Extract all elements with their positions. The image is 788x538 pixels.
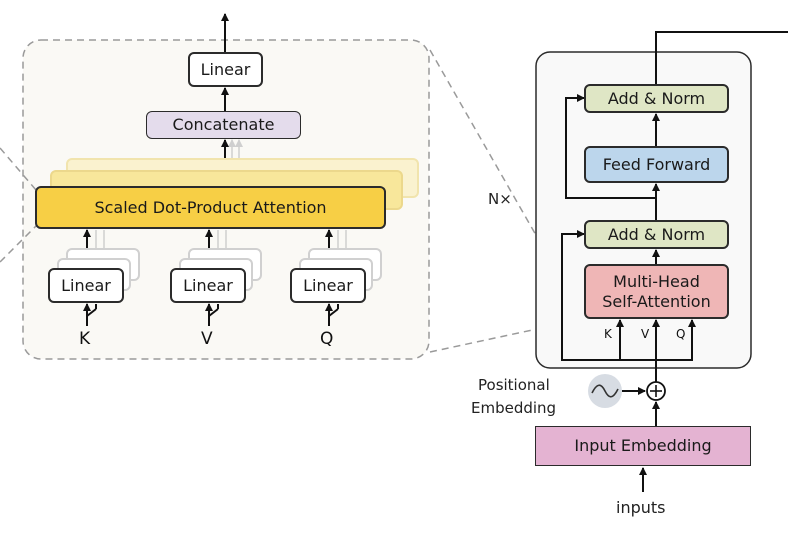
inputs-label: inputs (616, 498, 666, 517)
repeat-label: N× (488, 190, 512, 208)
linear-k-label: Linear (61, 275, 111, 295)
mha-label-line2: Self-Attention (602, 291, 711, 311)
linear-q-label: Linear (303, 275, 353, 295)
encoder-k-label: K (604, 327, 612, 341)
encoder-v-label: V (641, 327, 650, 341)
attention-label: Scaled Dot-Product Attention (94, 197, 327, 217)
concatenate-label: Concatenate (172, 115, 275, 135)
input-k (616, 319, 656, 361)
output-linear-label: Linear (200, 59, 251, 79)
add-norm-top-box: Add & Norm (584, 84, 729, 113)
input-q-label: Q (320, 329, 334, 349)
feed-forward-label: Feed Forward (602, 154, 711, 174)
fork-v (205, 303, 219, 326)
linear-v-label: Linear (183, 275, 233, 295)
linear-v-box: Linear (170, 268, 246, 303)
attention-box: Scaled Dot-Product Attention (35, 186, 386, 229)
mha-label-line1: Multi-Head (613, 272, 700, 292)
fork-q (325, 303, 339, 326)
output-linear-box: Linear (188, 52, 263, 87)
add-norm-top-label: Add & Norm (607, 88, 706, 108)
linear-q-box: Linear (290, 268, 366, 303)
residual-top (565, 94, 656, 199)
input-k-label: K (79, 329, 91, 349)
add-norm-bottom-label: Add & Norm (607, 224, 706, 244)
add-norm-bottom-box: Add & Norm (584, 220, 729, 249)
feed-forward-box: Feed Forward (584, 146, 729, 183)
multi-head-attention-box: Multi-Head Self-Attention (584, 264, 729, 319)
input-embedding-label: Input Embedding (574, 436, 712, 456)
residual-bottom (561, 230, 656, 361)
zoom-connector-top (429, 49, 581, 313)
input-v-label: V (201, 329, 213, 349)
concatenate-box: Concatenate (146, 111, 301, 139)
input-embedding-box: Input Embedding (535, 426, 751, 466)
encoder-q-label: Q (676, 327, 686, 341)
fork-k (83, 303, 97, 326)
positional-label-line2: Embedding (471, 399, 557, 417)
input-q (656, 319, 696, 361)
positional-label-line1: Positional (478, 376, 550, 394)
encoder-output-line (655, 31, 788, 84)
linear-k-box: Linear (48, 268, 124, 303)
zoom-connector-left-bottom (0, 225, 37, 263)
zoom-connector-left-top (0, 147, 37, 191)
